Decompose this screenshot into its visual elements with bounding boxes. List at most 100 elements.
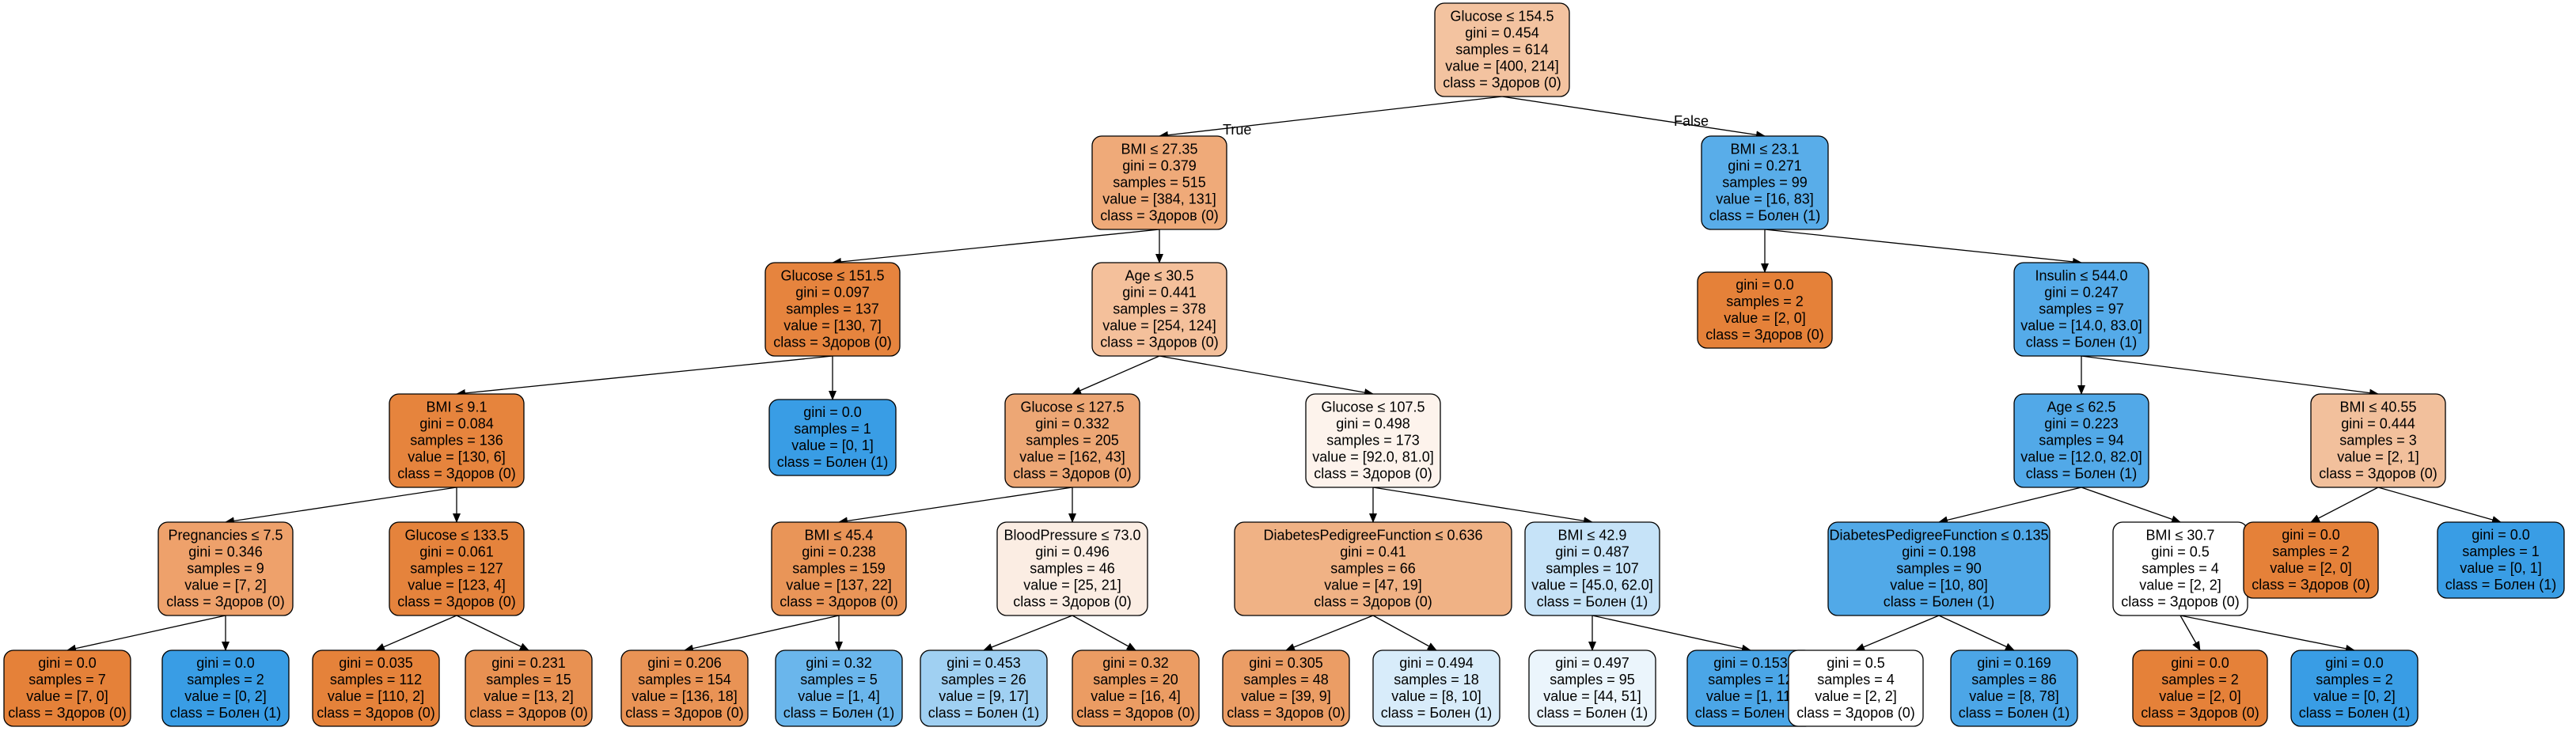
node-box <box>2243 521 2379 599</box>
node-line: samples = 378 <box>1113 301 1206 317</box>
node-line: Glucose ≤ 151.5 <box>781 268 885 284</box>
node-line: value = [1, 4] <box>798 688 880 704</box>
node-line: class = Болен (1) <box>777 454 888 470</box>
node-line: samples = 7 <box>28 672 106 687</box>
node-line: samples = 2 <box>187 672 264 687</box>
node-line: value = [92.0, 81.0] <box>1312 449 1434 465</box>
node-line: gini = 0.231 <box>491 655 566 671</box>
node-line: gini = 0.5 <box>1827 655 1885 671</box>
node-line: class = Болен (1) <box>2445 577 2556 593</box>
edge-n29-n33 <box>2081 487 2181 524</box>
node-line: class = Здоров (0) <box>397 466 516 482</box>
node-line: gini = 0.0 <box>1736 277 1794 293</box>
node-line: value = [136, 18] <box>632 688 738 704</box>
node-line: gini = 0.206 <box>647 655 722 671</box>
node-line: class = Здоров (0) <box>780 594 898 610</box>
node-line: class = Болен (1) <box>1381 705 1492 721</box>
node-line: gini = 0.271 <box>1728 158 1802 174</box>
node-line: BMI ≤ 42.9 <box>1558 528 1627 544</box>
node-line: class = Здоров (0) <box>469 705 588 721</box>
node-line: value = [2, 2] <box>2139 578 2221 593</box>
node-line: class = Здоров (0) <box>1013 466 1132 482</box>
node-line: samples = 97 <box>2039 301 2124 317</box>
node-line: samples = 26 <box>941 672 1026 687</box>
edge-n16-n18 <box>1072 615 1136 651</box>
node-line: value = [14.0, 83.0] <box>2020 318 2142 334</box>
node-line: samples = 48 <box>1243 672 1329 687</box>
edge-n16-n17 <box>983 615 1073 651</box>
node-line: gini = 0.444 <box>2341 416 2415 432</box>
node-line: gini = 0.441 <box>1122 285 1197 301</box>
node-line: class = Болен (1) <box>2026 466 2137 482</box>
node-line: class = Болен (1) <box>1695 705 1806 721</box>
node-line: value = [2, 2] <box>1815 688 1897 704</box>
edge-label-false: False <box>1674 113 1709 129</box>
node-line: class = Болен (1) <box>170 705 281 721</box>
node-line: gini = 0.32 <box>806 655 872 671</box>
node-box <box>768 399 897 476</box>
node-line: gini = 0.153 <box>1713 655 1788 671</box>
edge-n33-n35 <box>2180 615 2355 653</box>
node-line: value = [2, 1] <box>2337 449 2419 465</box>
node-line: samples = 9 <box>187 561 264 577</box>
node-box <box>1305 393 1441 488</box>
node-line: samples = 159 <box>792 561 886 577</box>
node-line: samples = 4 <box>2142 561 2219 577</box>
node-line: samples = 86 <box>1971 672 2057 687</box>
node-line: value = [7, 0] <box>26 688 108 704</box>
node-line: samples = 94 <box>2039 433 2124 449</box>
node-line: class = Здоров (0) <box>1227 705 1345 721</box>
node-line: samples = 2 <box>2316 672 2393 687</box>
node-line: gini = 0.454 <box>1465 25 1539 41</box>
node-box <box>1434 2 1570 97</box>
node-box <box>1827 521 2051 616</box>
node-line: class = Здоров (0) <box>1314 466 1432 482</box>
node-box <box>1524 521 1660 616</box>
node-box <box>1950 650 2078 727</box>
node-box <box>1788 650 1924 727</box>
node-line: samples = 99 <box>1722 175 1808 191</box>
node-line: gini = 0.0 <box>2472 527 2530 543</box>
node-box <box>996 521 1148 616</box>
edge-n4-n5 <box>66 615 226 653</box>
node-line: class = Болен (1) <box>1959 705 2070 721</box>
node-line: samples = 173 <box>1326 433 1420 449</box>
node-line: samples = 4 <box>1817 672 1895 687</box>
node-line: BMI ≤ 30.7 <box>2146 528 2215 544</box>
node-line: class = Здоров (0) <box>2141 705 2259 721</box>
node-box <box>775 650 903 727</box>
node-box <box>920 650 1048 727</box>
node-line: value = [25, 21] <box>1023 578 1121 593</box>
node-line: gini = 0.498 <box>1336 416 1410 432</box>
node-line: value = [130, 6] <box>408 449 506 465</box>
node-line: class = Здоров (0) <box>1013 594 1132 610</box>
node-line: class = Здоров (0) <box>773 335 892 350</box>
node-line: value = [137, 22] <box>786 578 892 593</box>
edge-n19-n23 <box>1372 487 1593 525</box>
node-line: gini = 0.0 <box>2171 655 2229 671</box>
node-box <box>1372 650 1500 727</box>
node-line: Glucose ≤ 154.5 <box>1451 9 1554 25</box>
node-line: value = [123, 4] <box>408 578 506 593</box>
edge-label-true: True <box>1223 122 1251 138</box>
node-line: samples = 154 <box>638 672 731 687</box>
node-line: samples = 137 <box>786 301 879 317</box>
node-line: gini = 0.084 <box>419 416 494 432</box>
